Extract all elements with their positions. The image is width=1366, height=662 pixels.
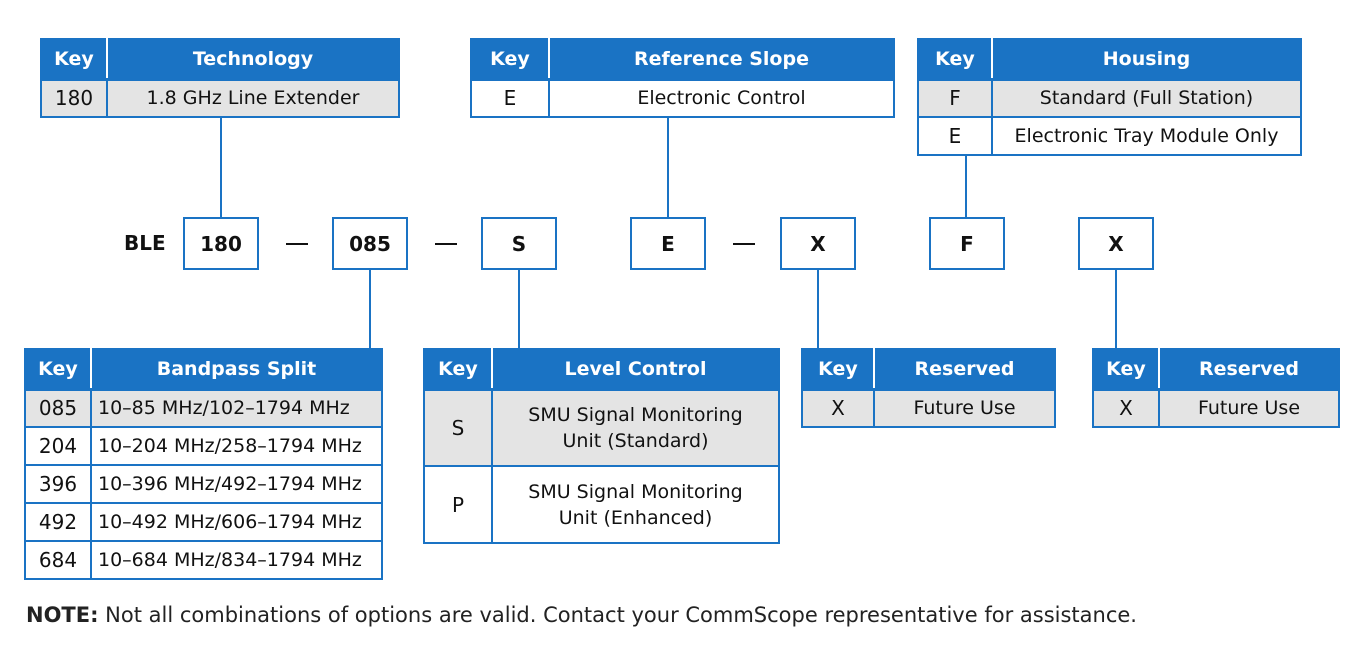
segment-level-control: S [481, 217, 557, 270]
table-row: X Future Use [1092, 388, 1340, 428]
key-header: Key [917, 38, 993, 81]
connector-line [369, 270, 371, 348]
key-header: Key [423, 348, 493, 391]
row-key: P [423, 465, 493, 544]
technology-table: Key Technology 180 1.8 GHz Line Extender [40, 38, 400, 118]
row-value-line: Unit (Standard) [562, 429, 709, 452]
row-value: Future Use [873, 388, 1056, 428]
note-text: Not all combinations of options are vali… [98, 603, 1137, 627]
dash [733, 243, 755, 245]
row-value: SMU Signal Monitoring Unit (Standard) [491, 388, 780, 467]
key-header: Key [801, 348, 875, 391]
connector-line [817, 270, 819, 348]
segment-reference-slope: E [630, 217, 706, 270]
row-value: 10–684 MHz/834–1794 MHz [90, 540, 383, 580]
table-title: Reference Slope [548, 38, 895, 81]
row-key: E [917, 116, 993, 156]
connector-line [220, 116, 222, 218]
table-title: Level Control [491, 348, 780, 391]
row-value: Electronic Tray Module Only [991, 116, 1302, 156]
row-key: 684 [24, 540, 92, 580]
segment-bandpass-split: 085 [332, 217, 408, 270]
connector-line [518, 270, 520, 348]
row-value: 10–396 MHz/492–1794 MHz [90, 464, 383, 504]
segment-technology: 180 [183, 217, 259, 270]
row-key: 085 [24, 388, 92, 428]
row-value-line: SMU Signal Monitoring [528, 403, 743, 426]
row-value-line: Unit (Enhanced) [558, 506, 713, 529]
dash [435, 243, 457, 245]
row-value: Future Use [1158, 388, 1340, 428]
reserved-table-1: Key Reserved X Future Use [801, 348, 1056, 428]
table-row: 180 1.8 GHz Line Extender [40, 78, 400, 118]
row-key: 492 [24, 502, 92, 542]
row-key: 204 [24, 426, 92, 466]
row-value: 10–204 MHz/258–1794 MHz [90, 426, 383, 466]
row-value: 10–85 MHz/102–1794 MHz [90, 388, 383, 428]
reserved-table-2: Key Reserved X Future Use [1092, 348, 1340, 428]
bandpass-split-table: Key Bandpass Split 085 10–85 MHz/102–179… [24, 348, 383, 580]
row-value: Standard (Full Station) [991, 78, 1302, 118]
table-row: X Future Use [801, 388, 1056, 428]
key-header: Key [24, 348, 92, 391]
connector-line [667, 116, 669, 218]
row-value-line: SMU Signal Monitoring [528, 480, 743, 503]
table-title: Bandpass Split [90, 348, 383, 391]
connector-line [1115, 270, 1117, 348]
table-title: Reserved [1158, 348, 1340, 391]
dash [286, 243, 308, 245]
table-row: S SMU Signal Monitoring Unit (Standard) [423, 388, 780, 467]
reference-slope-table: Key Reference Slope E Electronic Control [470, 38, 895, 118]
table-row: E Electronic Control [470, 78, 895, 118]
segment-reserved-1: X [780, 217, 856, 270]
table-title: Housing [991, 38, 1302, 81]
table-title: Reserved [873, 348, 1056, 391]
key-header: Key [470, 38, 550, 81]
row-key: 180 [40, 78, 108, 118]
table-title: Technology [106, 38, 400, 81]
row-key: S [423, 388, 493, 467]
note-label: NOTE: [26, 603, 99, 627]
table-row: 492 10–492 MHz/606–1794 MHz [24, 502, 383, 542]
row-key: E [470, 78, 550, 118]
level-control-table: Key Level Control S SMU Signal Monitorin… [423, 348, 780, 544]
key-header: Key [40, 38, 108, 81]
row-value: SMU Signal Monitoring Unit (Enhanced) [491, 465, 780, 544]
row-key: X [1092, 388, 1160, 428]
table-row: 204 10–204 MHz/258–1794 MHz [24, 426, 383, 466]
connector-line [965, 154, 967, 218]
table-row: E Electronic Tray Module Only [917, 116, 1302, 156]
row-value: 10–492 MHz/606–1794 MHz [90, 502, 383, 542]
segment-reserved-2: X [1078, 217, 1154, 270]
row-value: 1.8 GHz Line Extender [106, 78, 400, 118]
table-row: P SMU Signal Monitoring Unit (Enhanced) [423, 465, 780, 544]
key-header: Key [1092, 348, 1160, 391]
row-key: X [801, 388, 875, 428]
table-row: 396 10–396 MHz/492–1794 MHz [24, 464, 383, 504]
row-key: 396 [24, 464, 92, 504]
housing-table: Key Housing F Standard (Full Station) E … [917, 38, 1302, 156]
table-row: 085 10–85 MHz/102–1794 MHz [24, 388, 383, 428]
model-prefix: BLE [124, 231, 166, 255]
row-key: F [917, 78, 993, 118]
table-row: 684 10–684 MHz/834–1794 MHz [24, 540, 383, 580]
table-row: F Standard (Full Station) [917, 78, 1302, 118]
row-value: Electronic Control [548, 78, 895, 118]
note: NOTE: Not all combinations of options ar… [26, 603, 1137, 627]
segment-housing: F [929, 217, 1005, 270]
